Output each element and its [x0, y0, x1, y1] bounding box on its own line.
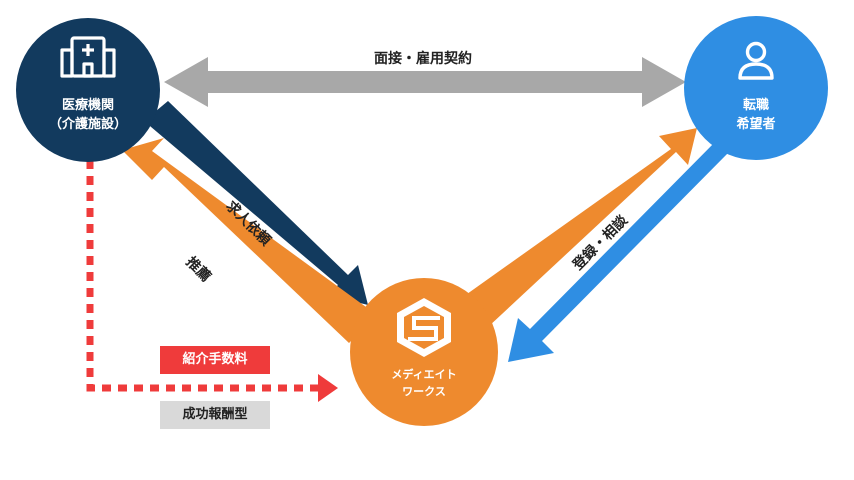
fee-dotted-line	[86, 160, 318, 392]
agency-label: メディエイト ワークス	[374, 366, 474, 400]
agency-label-line2: ワークス	[402, 385, 446, 398]
agency-label-line1: メディエイト	[391, 368, 457, 381]
fee-type-box: 成功報酬型	[160, 401, 270, 429]
recommend-arrow	[122, 138, 377, 343]
register-arrow	[460, 128, 697, 327]
hospital-label-line1: 医療機関	[61, 98, 114, 113]
fee-label-box: 紹介手数料	[160, 346, 270, 374]
interview-arrow	[164, 57, 686, 107]
hospital-icon	[60, 36, 116, 78]
job-request-arrow	[144, 101, 368, 305]
consult-arrow	[508, 140, 729, 362]
person-icon	[738, 41, 774, 80]
applicant-label-line2: 希望者	[736, 117, 776, 132]
hospital-node	[16, 18, 160, 162]
fee-arrowhead	[318, 374, 338, 402]
company-logo	[397, 298, 451, 357]
hospital-label: 医療機関 （介護施設）	[38, 96, 138, 134]
applicant-node	[684, 16, 828, 160]
hospital-label-line2: （介護施設）	[48, 117, 127, 132]
applicant-label-line1: 転職	[742, 98, 769, 113]
interview-label: 面接・雇用契約	[374, 51, 472, 67]
applicant-label: 転職 希望者	[716, 96, 796, 134]
